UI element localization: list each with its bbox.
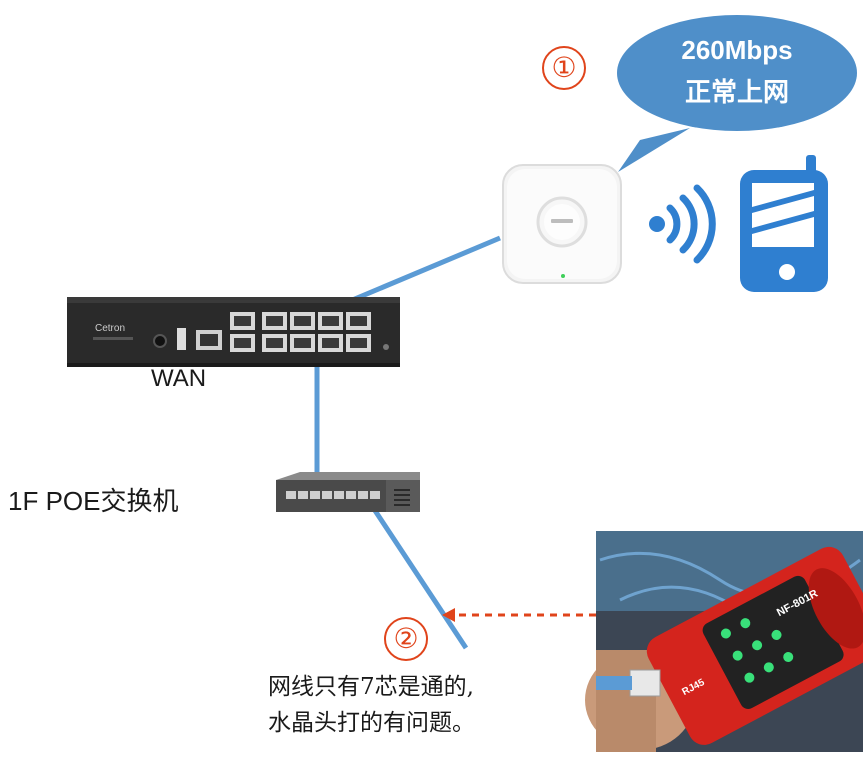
wifi-signal-icon xyxy=(649,184,716,264)
speed-bubble xyxy=(617,15,857,172)
bubble-status: 正常上网 xyxy=(684,78,789,108)
callout-1-marker: ① xyxy=(542,46,586,90)
fault-pointer-arrow xyxy=(442,608,596,622)
callout-2-marker: ② xyxy=(384,617,428,661)
access-point-icon xyxy=(502,164,622,284)
phone-icon xyxy=(740,155,828,292)
router-brand: Cetron xyxy=(95,323,125,334)
wan-label: WAN xyxy=(151,365,207,392)
bubble-speed: 260Mbps xyxy=(681,35,793,65)
faulty-cable xyxy=(367,501,469,650)
switch-icon xyxy=(276,472,420,512)
fault-note-line-2: 水晶头打的有问题。 xyxy=(268,710,475,736)
fault-note-line-1: 网线只有7芯是通的, xyxy=(268,674,474,700)
switch-label: 1F POE交换机 xyxy=(8,486,179,516)
router-icon: Cetron xyxy=(67,297,400,367)
cable-tester-photo: NF-801R RJ45 xyxy=(585,531,863,752)
